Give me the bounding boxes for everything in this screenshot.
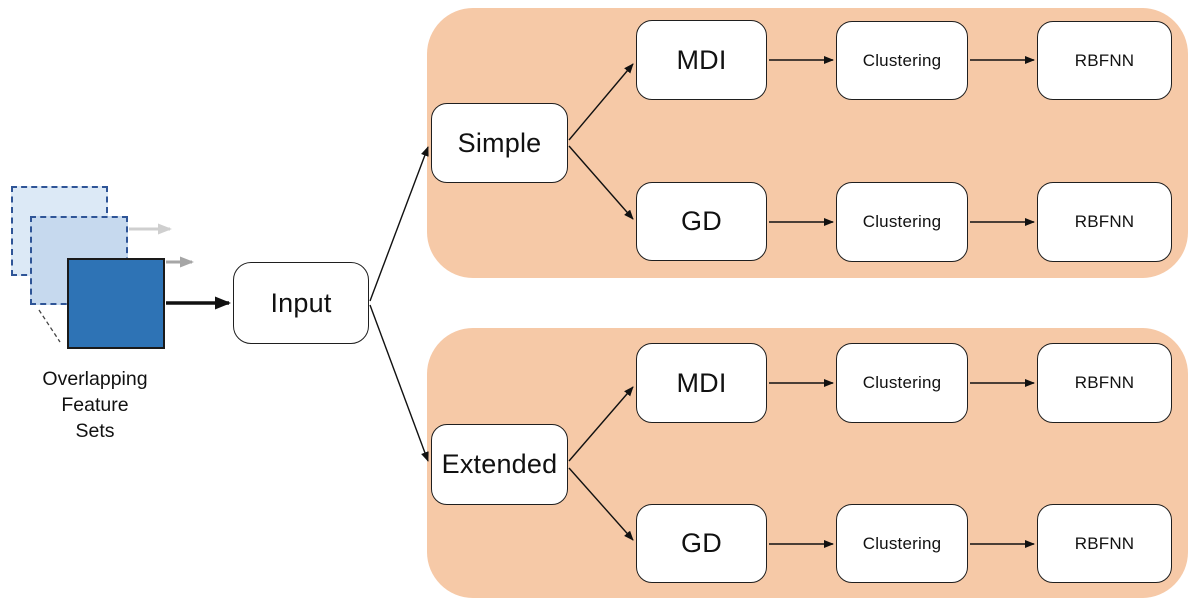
simple-mdi-rbfnn-node: RBFNN bbox=[1037, 21, 1172, 100]
simple-gd-clustering-node: Clustering bbox=[836, 182, 968, 262]
dashed-leader-line bbox=[38, 309, 61, 343]
simple-mdi-node: MDI bbox=[636, 20, 767, 100]
input-node: Input bbox=[233, 262, 369, 344]
extended-gd-node: GD bbox=[636, 504, 767, 583]
feature-set-square-front bbox=[67, 258, 165, 349]
clustering-label: Clustering bbox=[862, 212, 942, 231]
clustering-label: Clustering bbox=[862, 50, 942, 70]
rbfnn-label: RBFNN bbox=[1074, 50, 1135, 70]
extended-node-label: Extended bbox=[441, 449, 558, 479]
input-node-label: Input bbox=[270, 287, 332, 318]
arrow-input-to-simple bbox=[369, 146, 429, 302]
clustering-label: Clustering bbox=[862, 533, 942, 553]
extended-node: Extended bbox=[431, 424, 568, 505]
simple-mdi-clustering-node: Clustering bbox=[836, 21, 968, 100]
extended-mdi-clustering-node: Clustering bbox=[836, 343, 968, 423]
feature-sets-caption: Overlapping Feature Sets bbox=[17, 366, 173, 444]
simple-mdi-label: MDI bbox=[676, 44, 727, 75]
simple-node-label: Simple bbox=[457, 127, 542, 158]
simple-gd-node: GD bbox=[636, 182, 767, 261]
extended-mdi-label: MDI bbox=[676, 367, 727, 398]
extended-gd-clustering-node: Clustering bbox=[836, 504, 968, 583]
caption-line-3: Sets bbox=[75, 420, 115, 442]
caption-line-2: Feature bbox=[61, 394, 129, 416]
simple-gd-rbfnn-node: RBFNN bbox=[1037, 182, 1172, 262]
rbfnn-label: RBFNN bbox=[1074, 212, 1135, 231]
simple-gd-label: GD bbox=[681, 206, 722, 236]
extended-mdi-rbfnn-node: RBFNN bbox=[1037, 343, 1172, 423]
simple-node: Simple bbox=[431, 103, 568, 183]
arrow-input-to-extended bbox=[369, 304, 429, 462]
extended-gd-rbfnn-node: RBFNN bbox=[1037, 504, 1172, 583]
rbfnn-label: RBFNN bbox=[1074, 533, 1135, 553]
caption-line-1: Overlapping bbox=[42, 368, 148, 390]
rbfnn-label: RBFNN bbox=[1074, 373, 1135, 392]
extended-gd-label: GD bbox=[681, 528, 722, 558]
extended-mdi-node: MDI bbox=[636, 343, 767, 423]
clustering-label: Clustering bbox=[862, 373, 942, 392]
